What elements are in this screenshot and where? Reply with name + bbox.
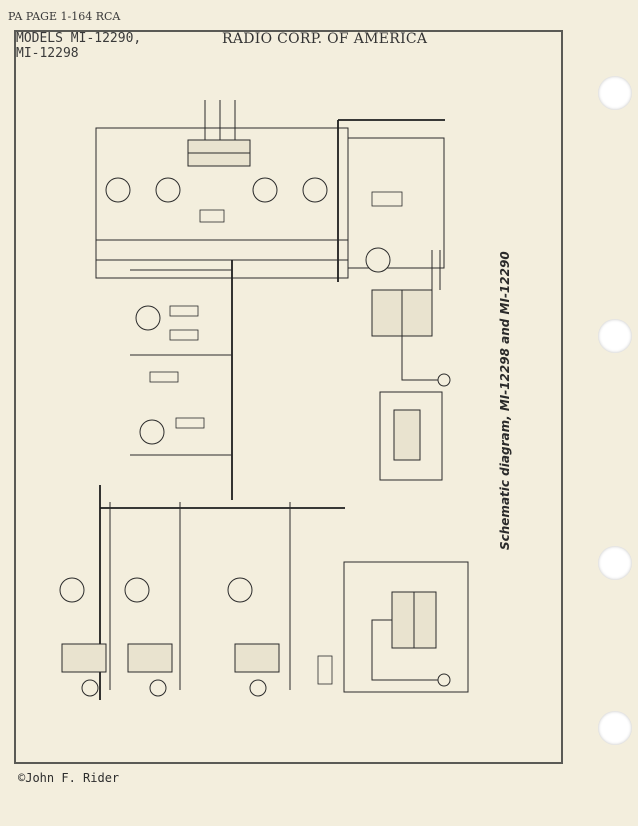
- input-tube-v1: [59, 577, 85, 603]
- mic-jack-1: [81, 679, 99, 697]
- rectifier-tube: [365, 247, 391, 273]
- ac-line: [401, 336, 440, 381]
- copyright-notice: ©John F. Rider: [18, 771, 120, 785]
- filter-section: [347, 137, 445, 269]
- mixer-resistor: [149, 371, 179, 383]
- driver-tube-v4: [135, 305, 161, 331]
- driver-resistor-2: [169, 329, 199, 341]
- punch-hole-top: [598, 76, 632, 110]
- punch-hole-bottom: [598, 711, 632, 745]
- output-bias-resistor: [199, 209, 225, 223]
- input-tube-v2: [124, 577, 150, 603]
- output-tube-3: [252, 177, 278, 203]
- connection-detail-box: [379, 391, 443, 481]
- phono-input: [317, 655, 333, 685]
- manufacturer-title: RADIO CORP. OF AMERICA: [222, 31, 428, 47]
- ac-plug: [437, 373, 451, 387]
- input-tube-v3: [227, 577, 253, 603]
- input-channels: [59, 485, 345, 700]
- input-transformer-1: [61, 643, 107, 673]
- detail-transformer: [393, 409, 421, 461]
- driver-stages: [130, 260, 233, 500]
- driver-resistor: [169, 305, 199, 317]
- alt-ac-plug: [437, 673, 451, 687]
- preamp-resistor: [175, 417, 205, 429]
- alt-ac-line: [371, 619, 440, 681]
- output-tube-4: [302, 177, 328, 203]
- power-supply: [347, 137, 451, 481]
- models-label: MODELS MI-12290,: [16, 31, 142, 46]
- models-label-line2: MI-12298: [16, 46, 79, 61]
- mic-jack-3: [249, 679, 267, 697]
- schematic-frame: [14, 30, 563, 764]
- input-transformer-2: [127, 643, 173, 673]
- alternate-power-detail: [343, 561, 469, 693]
- filter-choke: [371, 191, 403, 207]
- output-stage: [95, 100, 445, 282]
- output-tube-1: [105, 177, 131, 203]
- alt-power-box: [343, 561, 469, 693]
- schematic-caption: Schematic diagram, MI-12298 and MI-12290: [498, 251, 512, 550]
- punch-hole-upper: [598, 319, 632, 353]
- input-transformer-3: [234, 643, 280, 673]
- preamp-tube-v1: [139, 419, 165, 445]
- mic-jack-2: [149, 679, 167, 697]
- output-tube-2: [155, 177, 181, 203]
- page-reference: PA PAGE 1-164 RCA: [8, 10, 121, 23]
- punch-hole-lower: [598, 546, 632, 580]
